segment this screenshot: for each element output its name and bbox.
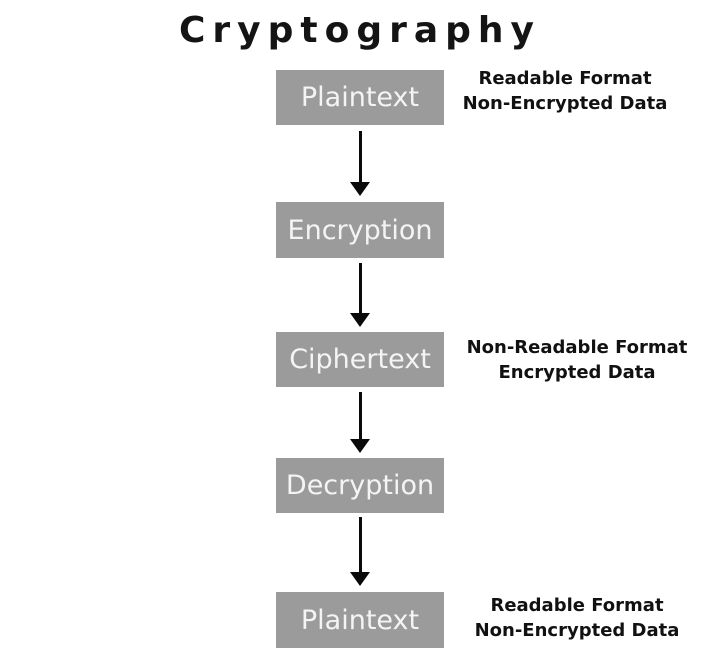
annotation-line: Encrypted Data — [498, 362, 656, 383]
flow-box-decryption: Decryption — [276, 458, 444, 513]
flow-box-ciphertext: Ciphertext — [276, 332, 444, 387]
arrow-shaft — [358, 517, 362, 572]
arrow-head — [350, 182, 370, 196]
annotation-line: Readable Format — [490, 595, 664, 616]
flow-box-label: Ciphertext — [289, 344, 431, 375]
annotation-line: Non-Encrypted Data — [474, 620, 680, 641]
annotation-line: Non-Readable Format — [466, 337, 688, 358]
flow-box-label: Decryption — [285, 470, 435, 501]
arrow-head — [350, 313, 370, 327]
annotation-line: Non-Encrypted Data — [462, 93, 668, 114]
down-arrow-icon — [344, 517, 376, 586]
arrow-shaft — [358, 392, 362, 439]
annotation-plaintext-top: Readable Format Non-Encrypted Data — [445, 66, 685, 116]
flow-box-label: Encryption — [287, 214, 433, 246]
arrow-head — [350, 572, 370, 586]
flow-box-label: Plaintext — [300, 82, 420, 113]
flow-box-plaintext-bottom: Plaintext — [276, 592, 444, 648]
arrow-shaft — [358, 263, 362, 313]
annotation-line: Readable Format — [478, 68, 652, 89]
arrow-head — [350, 439, 370, 453]
down-arrow-icon — [344, 131, 376, 196]
flow-box-encryption: Encryption — [276, 202, 444, 258]
down-arrow-icon — [344, 263, 376, 327]
annotation-ciphertext: Non-Readable Format Encrypted Data — [457, 335, 697, 385]
flow-box-label: Plaintext — [300, 604, 420, 636]
diagram-title: Cryptography — [178, 10, 542, 51]
annotation-plaintext-bottom: Readable Format Non-Encrypted Data — [457, 593, 697, 643]
down-arrow-icon — [344, 392, 376, 453]
arrow-shaft — [358, 131, 362, 182]
flow-box-plaintext-top: Plaintext — [276, 70, 444, 125]
